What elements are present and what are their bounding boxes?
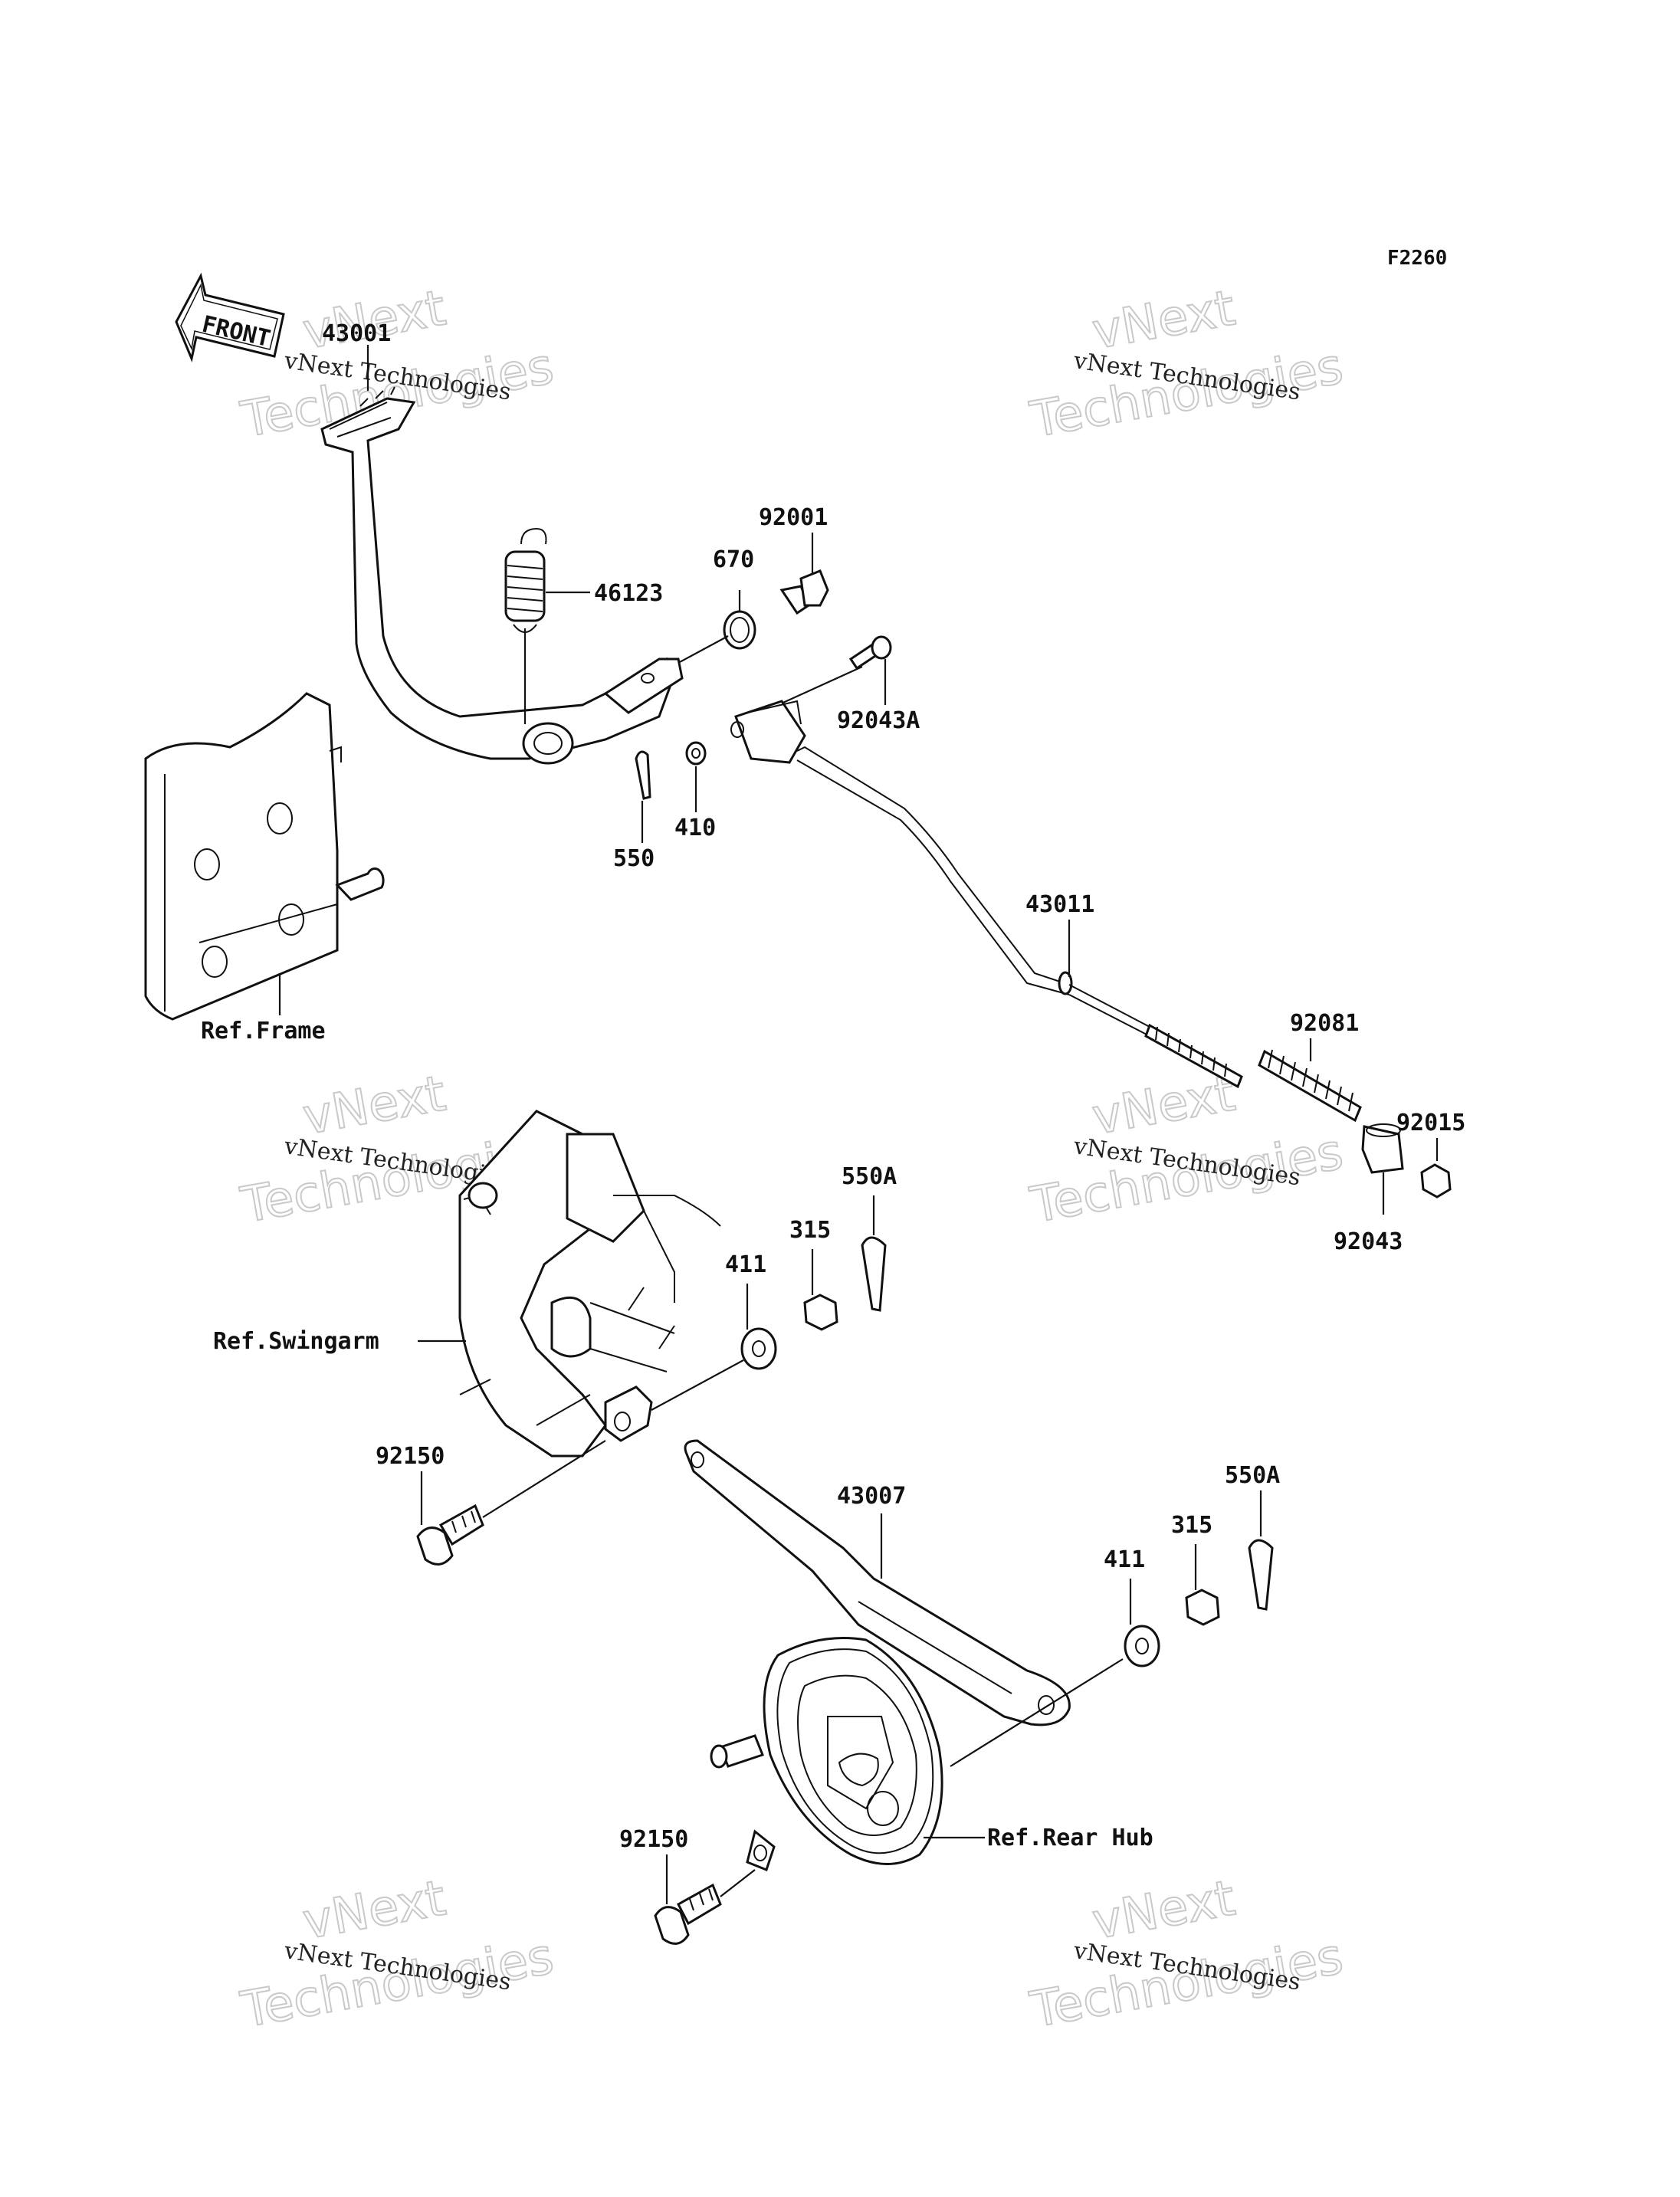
frame-reference-part xyxy=(144,692,385,1021)
washer-411-bottom xyxy=(1124,1625,1160,1667)
p550-label: 550 xyxy=(613,845,655,872)
p92150-top-label: 92150 xyxy=(376,1443,445,1470)
washer-410 xyxy=(685,741,707,766)
adjusting-nut-92015 xyxy=(1420,1163,1452,1199)
ref-rear-hub-label: Ref.Rear Hub xyxy=(987,1825,1153,1851)
ref-swingarm-label: Ref.Swingarm xyxy=(213,1328,379,1355)
brake-rod-part xyxy=(730,700,1243,1089)
svg-text:vNext: vNext xyxy=(1088,1065,1239,1146)
cotter-pin-550 xyxy=(635,750,651,800)
p92001-label: 92001 xyxy=(759,504,828,531)
cotter-pin-550A-bottom xyxy=(1248,1539,1274,1611)
p315-bottom-label: 315 xyxy=(1171,1512,1212,1539)
brake-lever-part xyxy=(684,1439,1071,1726)
p92043A-leader xyxy=(777,659,887,707)
p670-top-label: 670 xyxy=(713,546,754,573)
p411-bottom-label: 411 xyxy=(1104,1546,1145,1573)
nut-315-bottom xyxy=(1185,1589,1220,1626)
rear-hub-reference-part xyxy=(710,1637,943,1871)
p46123-label: 46123 xyxy=(594,580,663,607)
nut-315-top xyxy=(803,1294,838,1331)
svg-text:vNext: vNext xyxy=(299,1065,450,1146)
cotter-pin-550A-top xyxy=(861,1236,887,1312)
p410-label: 410 xyxy=(674,815,716,841)
p92043-label: 92043 xyxy=(1334,1228,1403,1255)
svg-text:vNext: vNext xyxy=(1088,1870,1239,1950)
p46123-leader xyxy=(523,591,590,724)
p411-top-leader xyxy=(651,1284,749,1411)
pivot-bolt-part xyxy=(779,569,829,615)
p92081-label: 92081 xyxy=(1290,1010,1359,1037)
ref-frame-label: Ref.Frame xyxy=(201,1018,326,1044)
bolt-92150-top xyxy=(416,1503,484,1566)
watermark-middle-right: vNext Technologies vNext Technologies xyxy=(1025,1064,1348,1235)
p411-bottom-leader xyxy=(950,1579,1132,1767)
washer-411-top xyxy=(740,1327,777,1370)
p92150-bottom-leader xyxy=(665,1854,756,1904)
watermark-bottom-left: vNext Technologies vNext Technologies xyxy=(236,1869,559,2040)
p411-top-label: 411 xyxy=(725,1251,766,1278)
bolt-92150-bottom xyxy=(654,1883,722,1945)
rod-spring-part xyxy=(1258,1049,1362,1123)
p670-top-leader xyxy=(678,590,741,664)
p315-top-label: 315 xyxy=(789,1217,831,1244)
brake-pedal-part xyxy=(320,386,684,765)
p92150-top-leader xyxy=(420,1440,606,1525)
p550A-top-label: 550A xyxy=(842,1163,897,1190)
p43001-label: 43001 xyxy=(322,320,391,347)
watermark-top-right: vNext Technologies vNext Technologies xyxy=(1025,279,1348,450)
svg-text:vNext: vNext xyxy=(1088,280,1239,360)
swingarm-reference-part xyxy=(458,1110,721,1458)
rod-joint-part xyxy=(1361,1123,1404,1174)
p43011-label: 43011 xyxy=(1025,891,1094,918)
p92150-bottom-label: 92150 xyxy=(619,1826,688,1853)
watermark-bottom-right: vNext Technologies vNext Technologies xyxy=(1025,1869,1348,2040)
p92043A-label: 92043A xyxy=(837,707,920,734)
return-spring-part xyxy=(504,527,547,633)
front-arrow-icon: FRONT xyxy=(175,272,285,363)
clevis-pin-part xyxy=(848,635,892,671)
svg-text:vNext: vNext xyxy=(299,1870,450,1950)
p92015-label: 92015 xyxy=(1396,1110,1465,1136)
p43007-label: 43007 xyxy=(837,1483,906,1510)
figure-code: F2260 xyxy=(1387,247,1447,270)
p550A-bottom-label: 550A xyxy=(1225,1462,1280,1489)
